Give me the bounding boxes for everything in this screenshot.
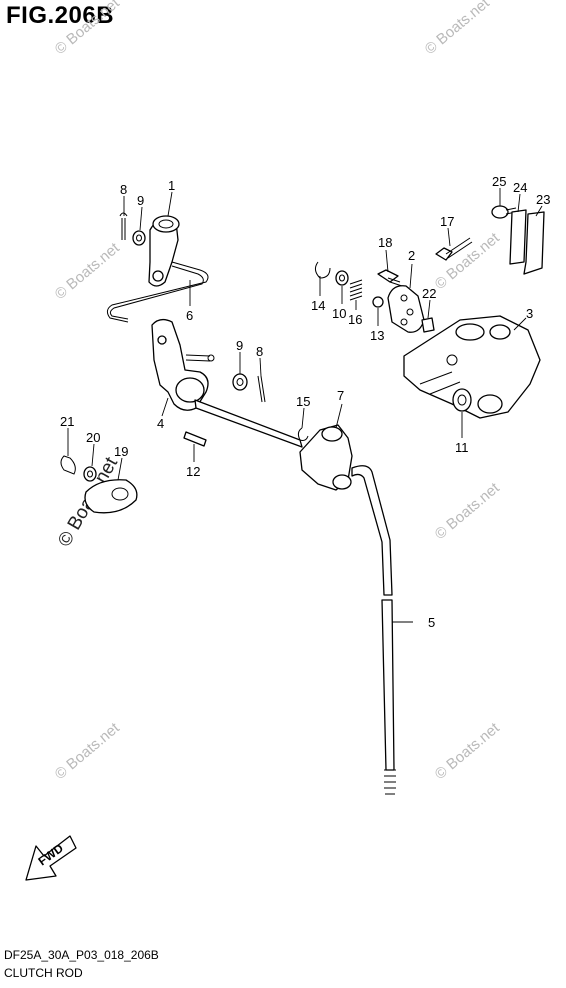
watermark: © Boats.net xyxy=(52,0,124,58)
watermark: © Boats.net xyxy=(422,0,494,58)
part-12-pin xyxy=(183,431,207,447)
part-14-circlip xyxy=(314,261,331,279)
callout-25: 25 xyxy=(492,174,506,189)
callout-8: 8 xyxy=(256,344,263,359)
callout-14: 14 xyxy=(311,298,325,313)
callout-20: 20 xyxy=(86,430,100,445)
part-15-clip xyxy=(297,427,309,441)
part-20-washer xyxy=(83,466,97,482)
part-4-shift-lever xyxy=(151,318,303,448)
callout-6: 6 xyxy=(186,308,193,323)
watermark: © Boats.net xyxy=(432,229,504,293)
callout-4: 4 xyxy=(157,416,164,431)
callout-19: 19 xyxy=(114,444,128,459)
callout-15: 15 xyxy=(296,394,310,409)
callout-13: 13 xyxy=(370,328,384,343)
callout-23: 23 xyxy=(536,192,550,207)
part-11-seal xyxy=(452,388,472,412)
part-6-rod xyxy=(106,261,209,323)
callout-18: 18 xyxy=(378,235,392,250)
part-9-washer xyxy=(132,230,146,246)
part-24-bracket xyxy=(509,209,527,265)
callout-22: 22 xyxy=(422,286,436,301)
part-21-clip xyxy=(60,455,76,475)
callout-8: 8 xyxy=(120,182,127,197)
callout-17: 17 xyxy=(440,214,454,229)
callout-21: 21 xyxy=(60,414,74,429)
part-23-bracket xyxy=(523,211,545,275)
part-5-clutch-rod xyxy=(351,465,396,795)
figure-code: DF25A_30A_P03_018_206B xyxy=(4,948,159,962)
fwd-arrow: FWD xyxy=(25,835,77,881)
callout-5: 5 xyxy=(428,615,435,630)
callout-1: 1 xyxy=(168,178,175,193)
leader-lines xyxy=(67,188,543,623)
part-7-connector xyxy=(299,424,353,491)
part-18-screw xyxy=(377,269,403,287)
callouts: 1 2 3 4 5 6 7 8 8 9 9 10 11 12 13 14 15 … xyxy=(60,174,550,630)
callout-24: 24 xyxy=(513,180,527,195)
watermark: © Boats.net xyxy=(52,719,124,783)
part-2-plate xyxy=(387,285,425,333)
part-8-cotter-pin xyxy=(119,212,128,240)
callout-10: 10 xyxy=(332,306,346,321)
callout-16: 16 xyxy=(348,312,362,327)
callout-9: 9 xyxy=(236,338,243,353)
part-1-lever xyxy=(148,215,180,287)
part-9-washer xyxy=(232,373,248,391)
part-19-bushing xyxy=(84,479,138,514)
part-8-cotter-pin xyxy=(257,375,266,403)
figure-title: FIG.206B xyxy=(6,2,115,29)
part-17-bolt xyxy=(435,237,473,261)
figure-name: CLUTCH ROD xyxy=(4,966,83,980)
callout-3: 3 xyxy=(526,306,533,321)
callout-2: 2 xyxy=(408,248,415,263)
watermark: © Boats.net xyxy=(432,719,504,783)
part-16-spring xyxy=(349,279,363,301)
part-3-housing xyxy=(403,315,541,419)
part-10-washer xyxy=(335,270,349,286)
part-13-ball xyxy=(372,296,384,308)
callout-11: 11 xyxy=(455,440,469,455)
callout-12: 12 xyxy=(186,464,200,479)
watermark: © Boats.net xyxy=(432,479,504,543)
callout-7: 7 xyxy=(337,388,344,403)
watermark: © Boats.net xyxy=(52,239,124,303)
callout-9: 9 xyxy=(137,193,144,208)
part-22-dowel xyxy=(421,317,435,333)
